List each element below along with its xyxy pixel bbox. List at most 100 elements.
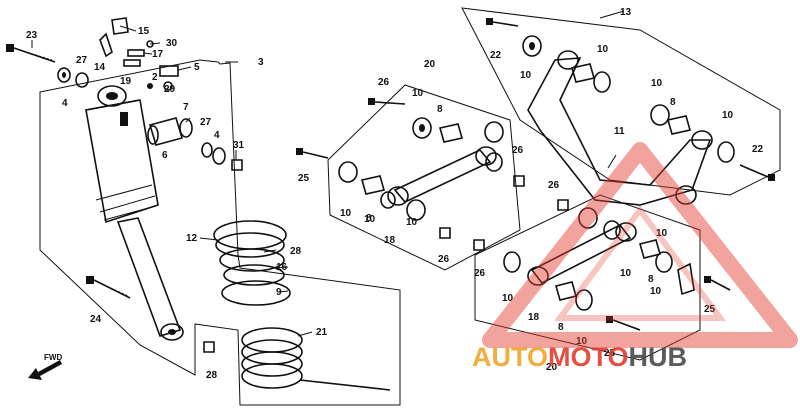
washer [503,251,521,273]
connecting-rod [387,146,497,206]
washer [338,161,358,183]
callout-10: 10 [650,286,662,297]
callout-10: 10 [412,88,424,99]
bushing [438,123,464,143]
washer [212,147,226,165]
callout-7: 7 [183,102,189,113]
callout-10: 10 [620,268,632,279]
bolt-22b [739,164,775,181]
washer [406,199,426,221]
callout-20: 20 [546,362,558,373]
callout-14: 14 [94,62,106,73]
washer [522,35,542,57]
callout-28: 28 [206,370,218,381]
callout-4: 4 [214,130,220,141]
watermark-text: AUTOMOTOHUB [472,342,687,372]
callout-27: 27 [76,55,88,66]
washer [485,152,503,172]
bolt-24 [86,276,131,299]
bolt-23 [6,44,56,63]
callout-13: 13 [620,7,632,18]
bolt-25b [704,276,731,291]
callout-30: 30 [166,38,178,49]
washer [412,117,432,139]
spring-collars [213,220,291,306]
watermark-part-1: AUTO [472,342,548,372]
callout-9: 9 [276,287,282,298]
fwd-label: FWD [44,353,62,362]
watermark-part-2: MOTO [548,342,629,372]
callout-15: 15 [138,26,150,37]
watermark-logo [482,142,798,348]
cushion-arm [527,50,713,206]
lower-link-group-outline [474,194,701,361]
arm-group-outline [461,7,781,196]
nut-26 [473,239,485,251]
callout-6: 6 [162,150,168,161]
callout-4: 4 [62,98,68,109]
callout-28: 28 [290,246,302,257]
callout-26: 26 [378,77,390,88]
nut-28 [203,341,215,353]
callout-25: 25 [298,173,310,184]
callout-10: 10 [364,214,376,225]
washer [575,289,593,311]
callout-10: 10 [656,228,668,239]
callout-19: 19 [120,76,132,87]
nut-31 [231,159,243,171]
fwd-arrow-icon: FWD [28,353,62,380]
callout-8: 8 [558,322,564,333]
callout-24: 24 [90,314,102,325]
callout-18: 18 [384,235,396,246]
callout-26: 26 [512,145,524,156]
leader-lines [31,10,625,337]
callout-10: 10 [597,44,609,55]
shock-group-outline [39,59,401,406]
callout-25: 25 [604,348,616,359]
callout-26: 26 [438,254,450,265]
callout-10: 10 [576,336,588,347]
callout-25: 25 [704,304,716,315]
shock-absorber [85,85,184,341]
watermark-part-3: HUB [629,342,688,372]
callout-21: 21 [316,327,328,338]
callout-10: 10 [340,208,352,219]
callout-17: 17 [152,49,164,60]
callout-10: 10 [520,70,532,81]
callout-27: 27 [200,117,212,128]
callout-26: 26 [548,180,560,191]
bolt-22a [486,18,519,27]
callout-8: 8 [437,104,443,115]
callout-20: 20 [424,59,436,70]
callout-23: 23 [26,30,38,41]
linkage-rod-group-outline [327,84,521,271]
washer [578,207,598,229]
washer [650,104,670,126]
callout-8: 8 [648,274,654,285]
lower-link-rod [527,222,637,286]
bolt-25a [296,148,329,159]
nut-26 [513,175,525,187]
callout-31: 31 [233,140,245,151]
callout-16: 16 [276,262,288,273]
clip-hardware [99,17,179,91]
nut-26 [557,199,569,211]
callout-10: 10 [406,217,418,228]
clip [677,262,695,296]
callout-8: 8 [366,213,372,224]
washer [484,121,504,143]
washer [603,220,621,240]
bushing [666,115,692,135]
bolt-25c [606,316,641,331]
bolt-26a [368,98,406,105]
callout-12: 12 [186,233,198,244]
bushing [360,175,386,195]
callout-3: 3 [258,57,264,68]
callout-29: 29 [164,84,176,95]
washer [655,251,673,273]
washer [57,67,71,83]
callout-22: 22 [752,144,764,155]
